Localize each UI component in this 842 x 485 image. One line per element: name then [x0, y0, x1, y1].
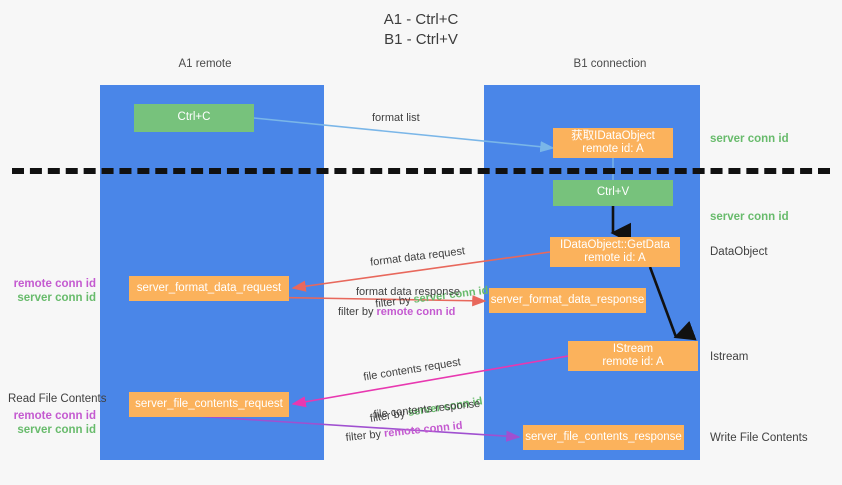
node-idataobject-getdata[interactable]: IDataObject::GetData remote id: A: [550, 237, 680, 267]
label-read-file-contents: Read File Contents: [8, 393, 107, 405]
page-title: A1 - Ctrl+C B1 - Ctrl+V: [383, 11, 459, 48]
label-server-conn-id-lower: server conn id: [17, 424, 96, 436]
annotation-format-data-response: format data response: [356, 286, 460, 298]
node-ctrl-v[interactable]: Ctrl+V: [553, 180, 673, 206]
column-header-a1: A1 remote: [178, 58, 232, 70]
label-conn-ids-lower: remote conn id server conn id: [8, 409, 96, 437]
node-server-format-data-response[interactable]: server_format_data_response: [489, 288, 646, 313]
node-server-file-contents-request[interactable]: server_file_contents_request: [129, 392, 289, 417]
node-istream[interactable]: IStream remote id: A: [568, 341, 698, 371]
label-istream: Istream: [710, 351, 749, 363]
label-dataobject: DataObject: [710, 246, 768, 258]
label-server-conn-id-mid: server conn id: [710, 211, 789, 223]
annotation-format-data-request-title: format data request: [369, 245, 466, 269]
remote-conn-id-emphasis: remote conn id: [376, 306, 456, 318]
filter-by-text: filter by: [338, 306, 377, 318]
label-remote-conn-id-lower: remote conn id: [13, 410, 96, 422]
annotation-format-data-request: format data request filter by server con…: [366, 214, 493, 339]
filter-by-text: filter by: [345, 427, 385, 444]
label-write-file-contents: Write File Contents: [710, 432, 808, 444]
node-ctrl-c[interactable]: Ctrl+C: [134, 104, 254, 132]
node-server-format-data-request[interactable]: server_format_data_request: [129, 276, 289, 301]
label-server-conn-id-upper: server conn id: [17, 292, 96, 304]
label-conn-ids-upper: remote conn id server conn id: [8, 277, 96, 305]
annotation-format-data-response-filter: filter by remote conn id: [338, 305, 455, 319]
annotation-file-contents-request-title: file contents request: [362, 356, 462, 384]
node-server-file-contents-response[interactable]: server_file_contents_response: [523, 425, 684, 450]
node-get-idataobject[interactable]: 获取IDataObject remote id: A: [553, 128, 673, 158]
column-header-b1: B1 connection: [573, 58, 647, 70]
annotation-format-list: format list: [372, 112, 420, 124]
boundary-divider: [12, 168, 830, 174]
label-server-conn-id-top: server conn id: [710, 133, 789, 145]
label-remote-conn-id-upper: remote conn id: [13, 278, 96, 290]
